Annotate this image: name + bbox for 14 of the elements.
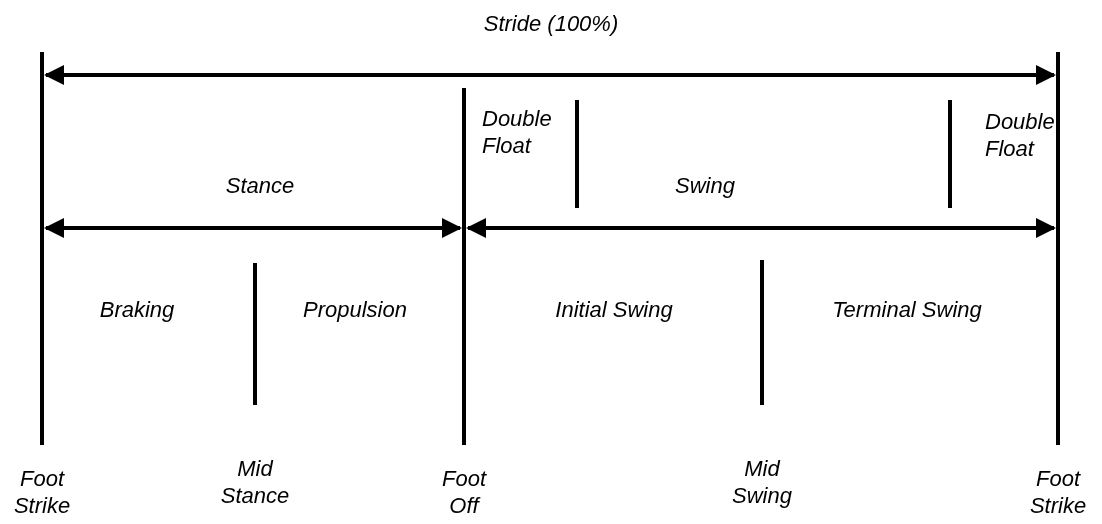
phase-label: Stance xyxy=(224,172,296,199)
event-label: Foot Off xyxy=(441,465,488,519)
event-label: Mid Stance xyxy=(219,455,291,509)
phase-label: Braking xyxy=(98,296,176,323)
event-label: Foot Strike xyxy=(1028,465,1088,519)
phase-label: Double Float xyxy=(985,108,1056,162)
dimension-label: Stride (100%) xyxy=(482,10,620,37)
event-label: Foot Strike xyxy=(12,465,72,519)
phase-label: Propulsion xyxy=(302,296,408,323)
phase-label: Double Float xyxy=(482,105,553,159)
phase-label: Initial Swing xyxy=(554,296,674,323)
phase-label: Terminal Swing xyxy=(831,296,983,323)
phase-label: Swing xyxy=(674,172,736,199)
event-label: Mid Swing xyxy=(731,455,793,509)
